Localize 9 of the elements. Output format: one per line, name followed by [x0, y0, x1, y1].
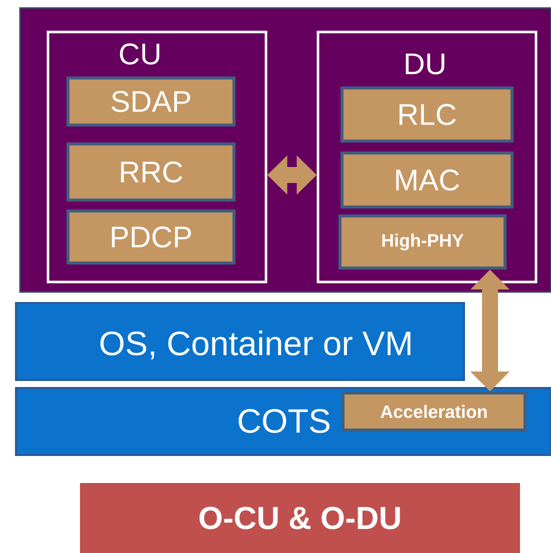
function-block: RRC	[66, 142, 236, 202]
function-block: MAC	[340, 152, 514, 208]
function-block: SDAP	[66, 76, 236, 126]
function-block: High-PHY	[338, 214, 506, 270]
function-block: PDCP	[66, 210, 236, 264]
label-box: O-CU & O-DU	[80, 483, 520, 553]
layer-band: OS, Container or VM	[15, 302, 465, 381]
function-block: Acceleration	[342, 392, 526, 432]
function-block: RLC	[340, 86, 514, 142]
